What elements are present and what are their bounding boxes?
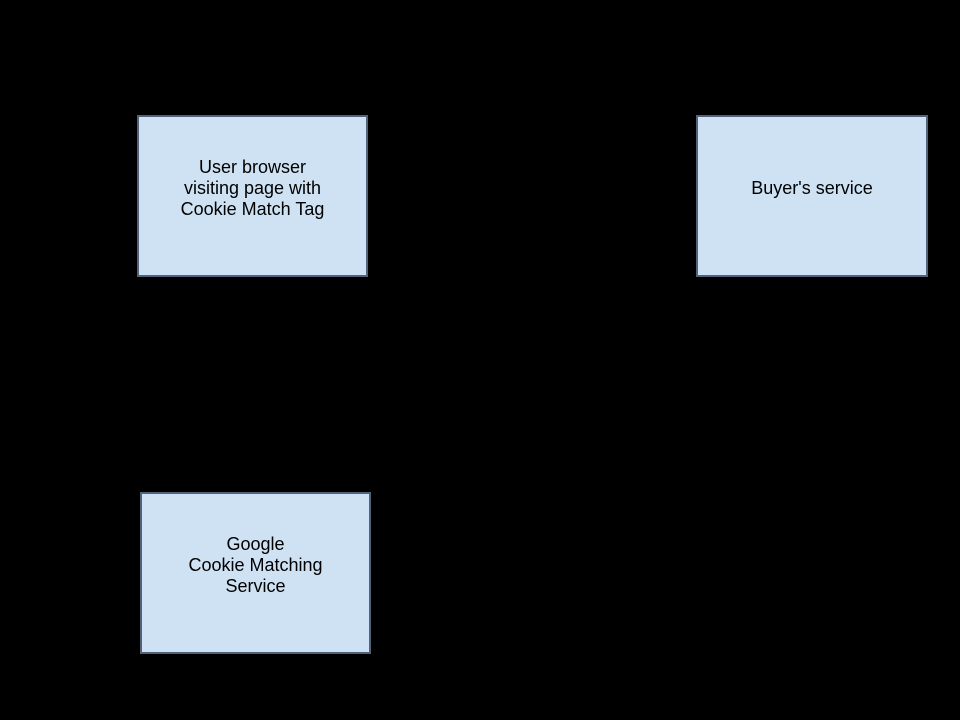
node-user-browser-label: User browser visiting page with Cookie M… <box>180 156 325 219</box>
node-buyers-service: Buyer's service <box>696 115 928 277</box>
node-google-cookie-matching-service: Google Cookie Matching Service <box>140 492 371 654</box>
node-google-cookie-matching-service-label: Google Cookie Matching Service <box>188 533 323 596</box>
node-user-browser: User browser visiting page with Cookie M… <box>137 115 368 277</box>
node-buyers-service-label: Buyer's service <box>751 177 873 198</box>
